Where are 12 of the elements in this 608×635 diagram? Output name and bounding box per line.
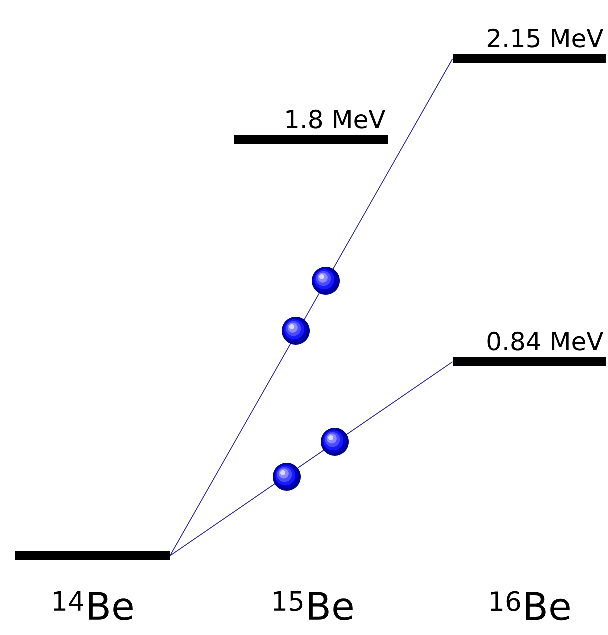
energy-level: 1.8 MeV bbox=[234, 110, 388, 144]
node-label: 1.8 MeV bbox=[286, 110, 386, 129]
node-label: 2.15 MeV bbox=[488, 28, 604, 48]
line bbox=[170, 58, 454, 556]
energy-level: 0.84 MeV bbox=[453, 332, 606, 366]
nucleus-label: $^{16}$Be bbox=[491, 591, 570, 621]
energy-level bbox=[15, 552, 170, 560]
line bbox=[170, 362, 454, 556]
nucleus-label: $^{14}$Be bbox=[54, 592, 133, 620]
nucleus-label: $^{15}$Be bbox=[274, 592, 353, 620]
energy-level: 2.15 MeV bbox=[453, 28, 606, 64]
node-label: 0.84 MeV bbox=[488, 332, 604, 351]
